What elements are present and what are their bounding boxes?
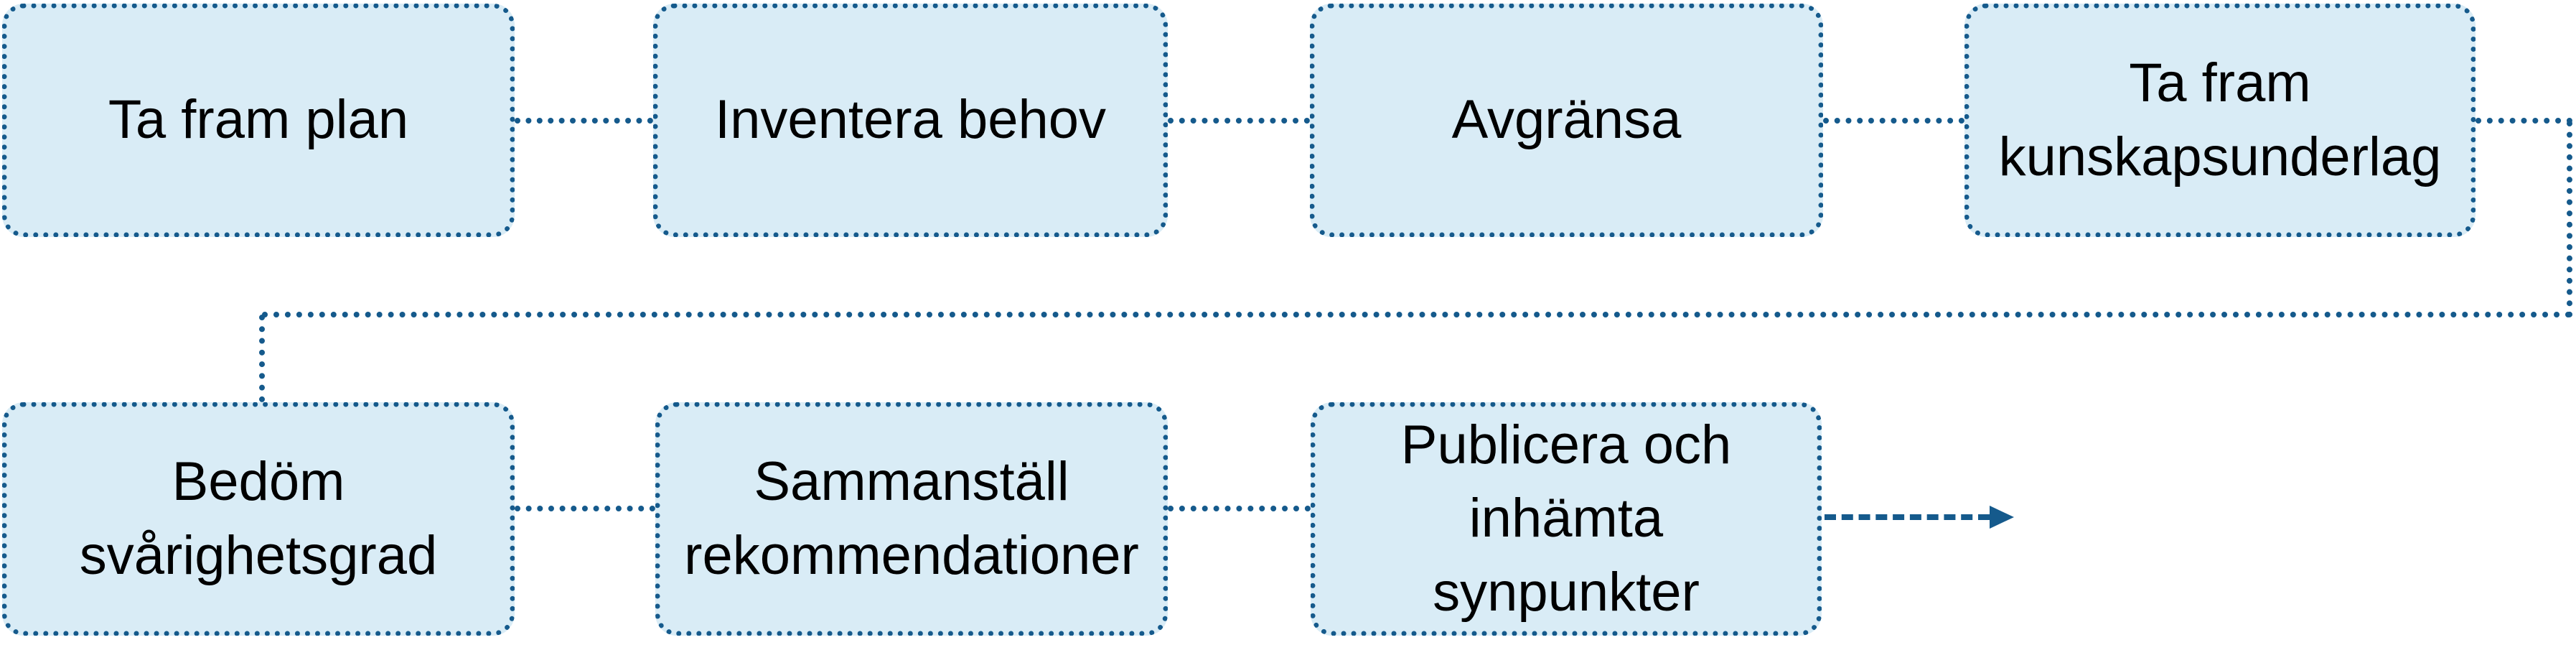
- step-box-ta-fram-plan: Ta fram plan: [2, 4, 515, 237]
- connector-step4-exit: [2476, 118, 2572, 124]
- final-arrow-line: [1825, 514, 1990, 520]
- connector-step6-step7: [1168, 506, 1311, 511]
- connector-step2-step3: [1168, 118, 1310, 124]
- step-box-sammanstall-rekommendationer: Sammanställ rekommendationer: [655, 402, 1168, 636]
- step-label: Inventera behov: [714, 89, 1107, 151]
- step-box-publicera-och-inhamta-synpunkter: Publicera och inhämta synpunkter: [1311, 402, 1822, 636]
- step-box-bedom-svarighetsgrad: Bedöm svårighetsgrad: [2, 402, 515, 636]
- step-label: Avgränsa: [1451, 89, 1682, 151]
- connector-step3-step4: [1823, 118, 1964, 124]
- connector-step1-step2: [515, 118, 653, 124]
- arrow-right-icon: [1990, 506, 2014, 529]
- connector-step5-step6: [515, 506, 655, 511]
- connector-wrap-across: [262, 312, 2572, 317]
- step-label: Ta fram kunskapsunderlag: [1998, 52, 2442, 187]
- step-box-inventera-behov: Inventera behov: [653, 4, 1168, 237]
- step-label: Bedöm svårighetsgrad: [79, 450, 438, 586]
- step-box-ta-fram-kunskapsunderlag: Ta fram kunskapsunderlag: [1964, 4, 2476, 237]
- connector-wrap-into-step5: [259, 315, 265, 402]
- step-label: Ta fram plan: [108, 89, 409, 151]
- step-label: Publicera och inhämta synpunkter: [1400, 414, 1732, 623]
- step-box-avgransa: Avgränsa: [1310, 4, 1823, 237]
- step-label: Sammanställ rekommendationer: [684, 450, 1139, 586]
- connector-wrap-right-down: [2567, 121, 2572, 317]
